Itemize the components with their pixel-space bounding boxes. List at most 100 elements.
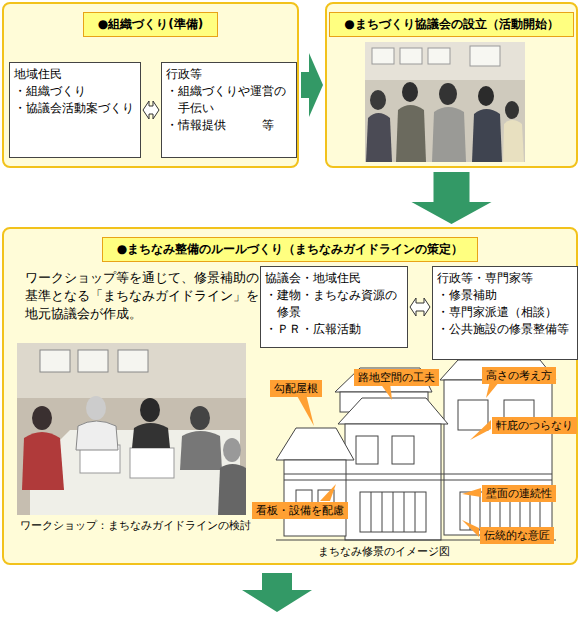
step-panel: ●まちなみ整備のルールづくり（まちなみガイドラインの策定） ワークショップ等を通じ… [2, 227, 578, 565]
callout-text: 勾配屋根 [274, 381, 318, 396]
photo-person [370, 90, 386, 110]
role-box: 地域住民・組織づくり・協議会活動案づくり [9, 62, 141, 158]
box-heading: 地域住民 [14, 66, 136, 83]
callout-box: 勾配屋根 [270, 380, 322, 397]
step-panel: ●まちづくり協議会の設立（活動開始） [325, 2, 578, 168]
photo-person [86, 396, 106, 420]
panel-fill [3, 3, 298, 167]
box-item: ・ＰＲ・広報活動 [265, 321, 403, 338]
flow-arrow [242, 573, 312, 612]
box-item: ・公共施設の修景整備等 [437, 321, 573, 338]
lattice-line [371, 492, 372, 532]
photo-person [76, 421, 118, 450]
eave-line [284, 474, 552, 475]
box-item: ・専門家派遣（相談） [437, 304, 573, 321]
photo-person [503, 120, 524, 162]
callout-pointer [462, 520, 479, 537]
photo-poster [470, 46, 500, 66]
building-wall [345, 424, 441, 540]
photo-poster [400, 48, 422, 64]
photo-caption: ワークショップ：まちなみガイドラインの検討 [20, 519, 251, 533]
workshop-photo [17, 343, 246, 515]
callout-box: 壁面の連続性 [482, 485, 556, 502]
callout-text: 路地空間の工夫 [358, 370, 435, 385]
lattice-line [393, 492, 394, 532]
photo-person [22, 432, 64, 490]
photo-poster [118, 350, 148, 372]
role-box: 協議会・地域住民・建物・まちなみ資源の修景・ＰＲ・広報活動 [260, 266, 408, 348]
box-item: ・情報提供 等 [166, 117, 292, 134]
callout-pointer [320, 484, 336, 501]
photo-ground [17, 343, 246, 515]
box-item: ・修景補助 [437, 287, 573, 304]
photo-person [366, 113, 392, 162]
step-panel: ●組織づくり(準備)地域住民・組織づくり・協議会活動案づくり行政等・組織づくりや… [2, 2, 299, 168]
lattice [360, 492, 426, 532]
box-heading: 行政等・専門家等 [437, 270, 573, 287]
callout-text: 軒庇のつらなり [496, 418, 573, 433]
photo-person [396, 105, 426, 162]
panel-fill [326, 3, 577, 167]
building-wall [444, 380, 552, 535]
box-item: ・協議会活動案づくり [14, 100, 136, 117]
photo-person [223, 438, 241, 462]
role-box: 行政等・組織づくりや運営の手伝い・情報提供 等 [161, 62, 297, 158]
photo-person [472, 109, 502, 162]
photo-person [32, 406, 52, 430]
photo-poster [428, 48, 450, 64]
photo-person [140, 398, 160, 422]
photo-person [478, 86, 494, 106]
box-heading: 協議会・地域住民 [265, 270, 403, 287]
building-wall [284, 460, 346, 536]
window [458, 400, 488, 430]
callout-pointer [462, 488, 481, 497]
photo-caption: まちなみ修景のイメージ図 [318, 545, 450, 559]
photo-ground [365, 42, 525, 162]
photo-person [190, 406, 210, 430]
lattice-line [404, 492, 405, 532]
box-heading: 行政等 [166, 66, 292, 83]
double-arrow [143, 101, 159, 119]
photo-paper [130, 448, 174, 478]
callout-text: 伝統的な意匠 [484, 528, 550, 543]
callout-box: 軒庇のつらなり [492, 417, 577, 434]
photo-person [505, 101, 519, 119]
lattice-line [415, 492, 416, 532]
callout-pointer [470, 420, 491, 440]
photo-person [132, 423, 170, 448]
lattice-line [382, 492, 383, 532]
photo-wall [365, 42, 525, 80]
photo-poster [40, 350, 70, 372]
meeting-photo [365, 42, 525, 162]
callout-box: 路地空間の工夫 [354, 369, 439, 386]
photo-poster [78, 350, 108, 372]
callout-box: 看板・設備を配慮 [252, 502, 348, 519]
callout-pointer [296, 394, 314, 426]
lattice-line [480, 492, 481, 530]
callout-text: 壁面の連続性 [486, 486, 552, 501]
photo-person [218, 464, 246, 515]
panel-text: ワークショップ等を通じて、修景補助の基準となる「まちなみガイドライン」を地元協議… [25, 269, 259, 323]
window [392, 436, 414, 464]
callout-box: 伝統的な意匠 [480, 527, 554, 544]
callout-text: 看板・設備を配慮 [256, 503, 344, 518]
building-roof [338, 398, 448, 424]
window [356, 436, 378, 464]
box-item: ・組織づくりや運営の手伝い [166, 83, 292, 117]
double-arrow [410, 298, 430, 316]
role-box: 行政等・専門家等・修景補助・専門家派遣（相談）・公共施設の修景整備等 [432, 266, 578, 360]
callout-box: 高さの考え方 [482, 367, 556, 384]
photo-poster [372, 48, 394, 64]
box-item: ・建物・まちなみ資源の修景 [265, 287, 403, 321]
photo-wall [17, 343, 246, 398]
photo-person [180, 431, 222, 470]
panel-fill [3, 228, 577, 564]
building-roof [276, 428, 354, 460]
panel-title: ●まちなみ整備のルールづくり（まちなみガイドラインの策定） [102, 237, 478, 262]
box-item: ・組織づくり [14, 83, 136, 100]
eave-line [284, 480, 552, 481]
photo-person [432, 107, 466, 162]
panel-title: ●組織づくり(準備) [83, 12, 218, 37]
photo-person [402, 82, 418, 102]
